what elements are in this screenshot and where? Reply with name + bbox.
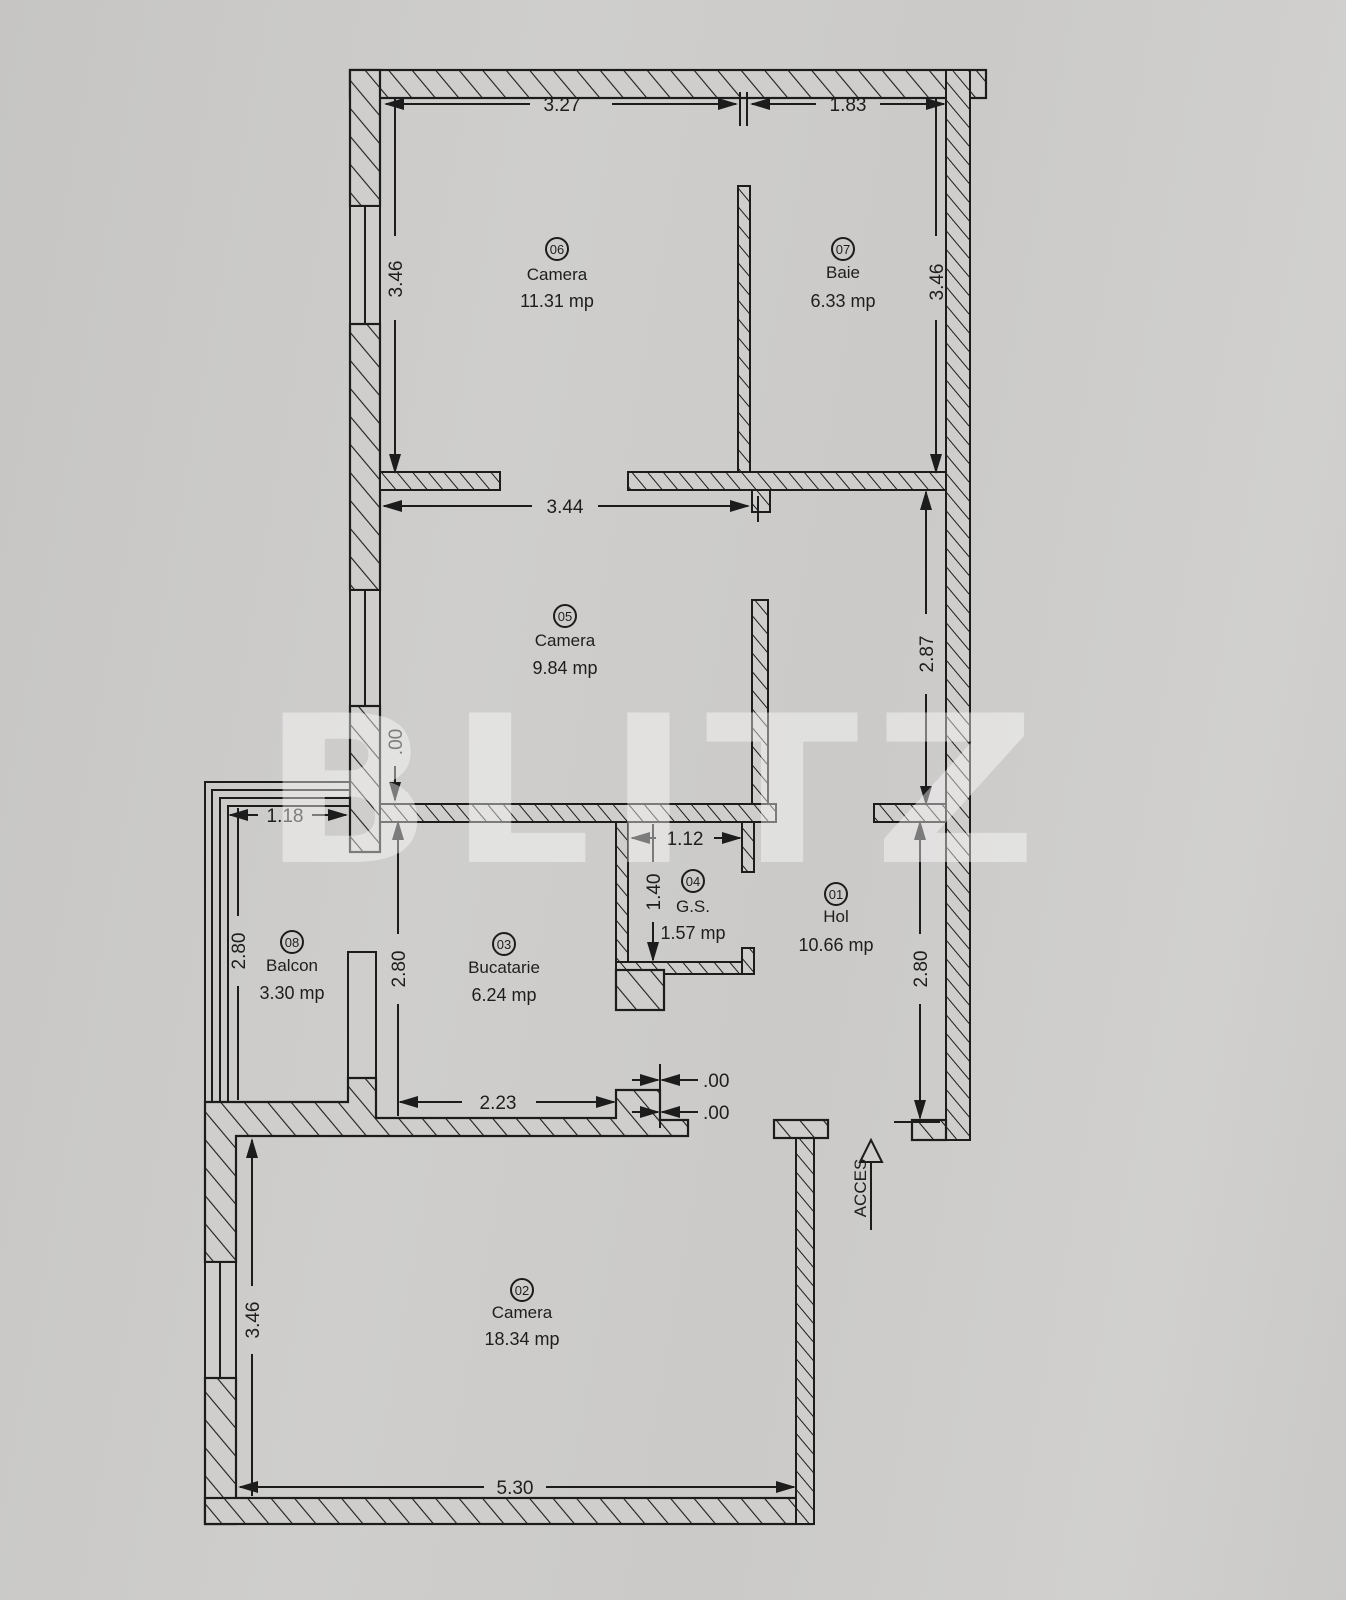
room-number: 06 [550,242,564,257]
room-number-badge [280,930,304,954]
wall-left-06-a [348,68,382,208]
room-name: Camera [535,631,596,650]
wall-right [945,69,971,1141]
dim-top-right-width: 1.83 [830,95,867,116]
room-area: 3.30 mp [259,983,324,1003]
dim-hall-lower-height: 2.80 [911,951,932,988]
room-number-badge [553,604,577,628]
dim-room06-height: 3.46 [386,261,407,298]
room-name: Camera [527,265,588,284]
wall-hall-stub [873,803,947,823]
room-number-badge [831,237,855,261]
room-area: 6.24 mp [471,985,536,1005]
dim-room05-left: .00 [386,729,407,755]
dim-hall-upper-height: 2.87 [917,636,938,673]
dim-top-left-width: 3.27 [544,95,581,116]
wall-bottom-02 [203,1496,815,1526]
room-number-badge [681,869,705,893]
room-area: 1.57 mp [660,923,725,943]
room-04-label: 04 G.S. 1.57 mp [660,869,726,943]
wall-06-bottom-a [379,471,501,491]
dim-wc-width: 1.12 [667,829,704,850]
room-labels: 06 Camera 11.31 mp 07 Baie 6.33 mp 05 Ca… [259,237,876,1349]
room-08-label: 08 Balcon 3.30 mp [259,930,325,1003]
room-03-label: 03 Bucatarie 6.24 mp [468,932,540,1005]
room-number: 04 [686,874,700,889]
room-number-badge [492,932,516,956]
dim-room02-width: 5.30 [497,1478,534,1499]
access-label: ACCES [851,1159,870,1218]
wall-wc-return [741,947,755,975]
dim-balcony-width: 1.18 [267,806,304,827]
wall-wc-right [741,821,755,873]
dim-kitchen-height: 2.80 [389,951,410,988]
dim-room05-width: 3.44 [547,497,584,518]
room-name: Balcon [266,956,318,975]
room-area: 11.31 mp [520,291,594,311]
room-area: 9.84 mp [532,658,597,678]
room-number: 01 [829,887,843,902]
dim-room02-height: 3.46 [243,1302,264,1339]
room-number: 08 [285,935,299,950]
room-number-badge [545,237,569,261]
dim-door-1: .00 [703,1071,729,1092]
door-jamb-entrance [772,1118,830,1140]
room-05-label: 05 Camera 9.84 mp [532,604,598,678]
balcony-door [347,951,377,1079]
room-number: 02 [515,1283,529,1298]
room-name: Hol [823,907,849,926]
room-number: 07 [836,242,850,257]
dim-balcony-height: 2.80 [229,933,250,970]
room-number: 05 [558,609,572,624]
dim-door-2: .00 [703,1103,729,1124]
room-07-label: 07 Baie 6.33 mp [810,237,876,311]
room-name: Bucatarie [468,958,540,977]
wall-top [348,68,988,100]
jamb-hall-top [751,489,771,513]
room-area: 18.34 mp [484,1329,559,1349]
wall-06-07 [737,185,751,479]
wall-06-bottom-b [627,471,947,491]
wall-left-06-b [348,322,382,592]
wall-wc-pier [614,968,666,1012]
dim-room07-height: 3.46 [927,264,948,301]
room-area: 10.66 mp [798,935,873,955]
wall-right-02 [795,1135,815,1525]
room-name: Camera [492,1303,553,1322]
room-name: G.S. [676,897,710,916]
access-marker: ACCES [851,1137,884,1230]
dim-kitchen-width: 2.23 [480,1093,517,1114]
walls [203,68,988,1526]
room-number-badge [824,882,848,906]
wall-right-foot [910,1118,948,1142]
room-01-label: 01 Hol 10.66 mp [798,882,874,955]
wall-05-bottom [379,803,777,823]
room-name: Baie [826,263,860,282]
access-arrow-icon [858,1137,884,1163]
room-number-badge [510,1278,534,1302]
wall-kitchen-bottom [203,1076,690,1264]
dim-wc-height: 1.40 [644,874,665,911]
wall-left-05 [348,704,382,854]
room-06-label: 06 Camera 11.31 mp [520,237,594,311]
dimension-lines: 3.27 1.83 3.46 3.46 3.44 2.87 .00 1.18 1… [228,92,948,1499]
watermark: BLITZ [262,673,1052,911]
balcony-rail-outer [204,781,350,1102]
room-02-label: 02 Camera 18.34 mp [484,1278,560,1349]
room-number: 03 [497,937,511,952]
room-area: 6.33 mp [810,291,875,311]
